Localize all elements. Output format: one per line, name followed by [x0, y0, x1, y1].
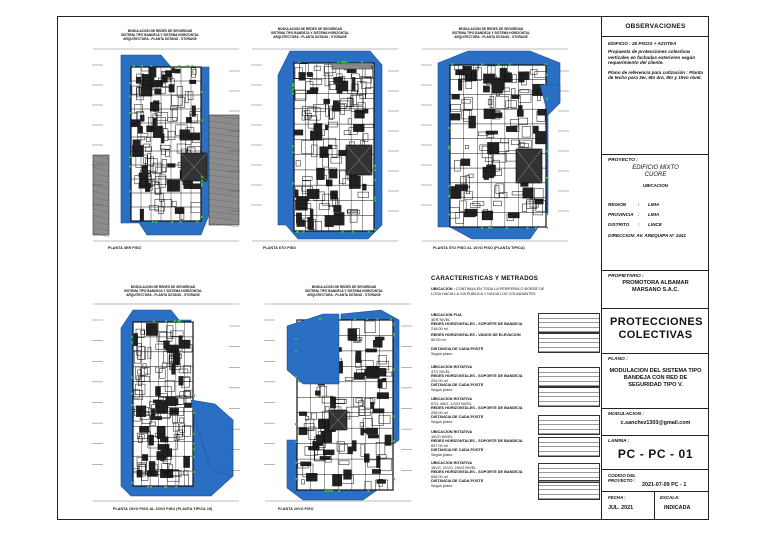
obs-line-3: Plano de referencia para cotización : Pl… — [608, 69, 703, 81]
plan-label: PLANTA 6TO PISO — [263, 246, 297, 250]
spec-mini-table — [538, 313, 600, 334]
main-title: PROTECCIONES COLECTIVAS — [610, 316, 703, 341]
plano-label: PLANO : — [608, 357, 628, 362]
proyecto-section: PROYECTO : EDIFICIO MIXTO CUORE UBICACIO… — [602, 155, 709, 271]
drawing-sheet: MODULACION DE REDES DE SEGURIDAD SISTEMA… — [57, 16, 709, 520]
observaciones-title: OBSERVACIONES — [625, 23, 686, 30]
provincia-row: PROVINCIA:LIMA — [608, 212, 660, 217]
plan-title: MODULACION DE REDES DE SEGURIDAD SISTEMA… — [121, 29, 199, 41]
specs-title: CARACTERISTICAS Y METRADOS — [431, 275, 539, 282]
obs-line-1: EDIFICIO : 25 PISOS + AZOTEA — [608, 41, 677, 46]
propietario-section: PROPIETARIO : PROMOTORA ALBAMAR MARSANO … — [602, 271, 709, 309]
floor-plan-tipica — [420, 45, 570, 245]
title-block: OBSERVACIONES EDIFICIO : 25 PISOS + AZOT… — [601, 17, 709, 519]
plan-title: MODULACION DE REDES DE SEGURIDAD SISTEMA… — [271, 27, 349, 39]
fecha-value: JUL. 2021 — [608, 505, 634, 511]
fecha-label: FECHA : — [608, 495, 626, 500]
spec-mini-table — [538, 415, 600, 436]
plano-description: MODULACION DEL SISTEMA TIPO BANDEJA CON … — [609, 368, 702, 388]
lamina-label: LAMINA : — [608, 439, 630, 444]
proyecto-name: EDIFICIO MIXTO CUORE — [632, 165, 679, 178]
ubicacion-label: UBICACION — [643, 183, 668, 188]
obs-line-2: Propuesta de protecciones colectivas ver… — [608, 49, 696, 66]
spec-mini-table — [538, 367, 600, 388]
fecha-section: FECHA : JUL. 2021 ESCALA: INDICADA — [602, 492, 709, 519]
floor-plan-drawing — [92, 303, 240, 502]
spec-mini-table — [538, 480, 600, 501]
lamina-code: PC - PC - 01 — [617, 447, 694, 461]
floor-plan-3er-piso — [91, 45, 241, 245]
floor-plan-drawing — [421, 48, 569, 242]
direccion-row: DIRECCION: AV. AREQUIPA N° 2441 — [608, 233, 687, 238]
plan-title: MODULACION DE REDES DE SEGURIDAD SISTEMA… — [305, 285, 383, 297]
modulacion-section: MODULACION : c.sanchez1303@gmail.com — [602, 409, 709, 436]
drawing-area: MODULACION DE REDES DE SEGURIDAD SISTEMA… — [58, 17, 601, 519]
proyecto-label: PROYECTO : — [608, 158, 638, 163]
main-title-section: PROTECCIONES COLECTIVAS — [602, 309, 709, 354]
escala-label: ESCALA: — [660, 495, 680, 500]
distrito-row: DISTRITO:LINCE — [608, 222, 662, 227]
plan-title: MODULACION DE REDES DE SEGURIDAD SISTEMA… — [452, 27, 530, 39]
propietario-name: PROMOTORA ALBAMAR MARSANO S.A.C. — [622, 280, 689, 293]
email: c.sanchez1303@gmail.com — [620, 420, 691, 426]
floor-plan-drawing — [92, 48, 240, 242]
plan-label: PLANTA 20VO PISO — [278, 507, 314, 511]
plano-section: PLANO : MODULACION DEL SISTEMA TIPO BAND… — [602, 354, 709, 409]
floor-plan-drawing — [264, 303, 412, 502]
escala-value: INDICADA — [664, 505, 691, 511]
plan-title: MODULACION DE REDES DE SEGURIDAD SISTEMA… — [124, 285, 202, 297]
region-row: REGION:LIMA — [608, 202, 660, 207]
modulacion-label: MODULACION : — [608, 412, 644, 417]
specs-intro: UBICACION : CONTINUA EN TODA LA PERIFERI… — [431, 287, 545, 296]
floor-plan-20vo-piso — [263, 300, 413, 505]
spec-mini-table — [538, 463, 600, 484]
codigo-value: 2021-07-09 PC - 1 — [642, 482, 687, 488]
lamina-section: LAMINA : PC - PC - 01 — [602, 436, 709, 470]
floor-plan-tipica-19 — [91, 300, 241, 505]
propietario-label: PROPIETARIO : — [608, 274, 644, 279]
spec-mini-table — [538, 437, 600, 458]
plan-label: PLANTA 5TO PISO AL 16VO PISO (PLANTA TIP… — [433, 246, 525, 250]
codigo-label: CODIGO DEL PROYECTO : — [608, 473, 636, 483]
specs-panel: CARACTERISTICAS Y METRADOS UBICACION : C… — [431, 275, 600, 507]
plan-label: PLANTA 19VO PISO AL 20VO PISO (PLANTA TI… — [113, 507, 213, 511]
floor-plan-6to-piso — [250, 45, 400, 245]
plan-label: PLANTA 3ER PISO — [108, 246, 142, 250]
codigo-section: CODIGO DEL PROYECTO : 2021-07-09 PC - 1 — [602, 470, 709, 492]
floor-plan-drawing — [251, 48, 399, 242]
spec-mini-table — [538, 333, 600, 354]
observaciones-section: OBSERVACIONES EDIFICIO : 25 PISOS + AZOT… — [602, 17, 709, 155]
spec-mini-table — [538, 387, 600, 408]
